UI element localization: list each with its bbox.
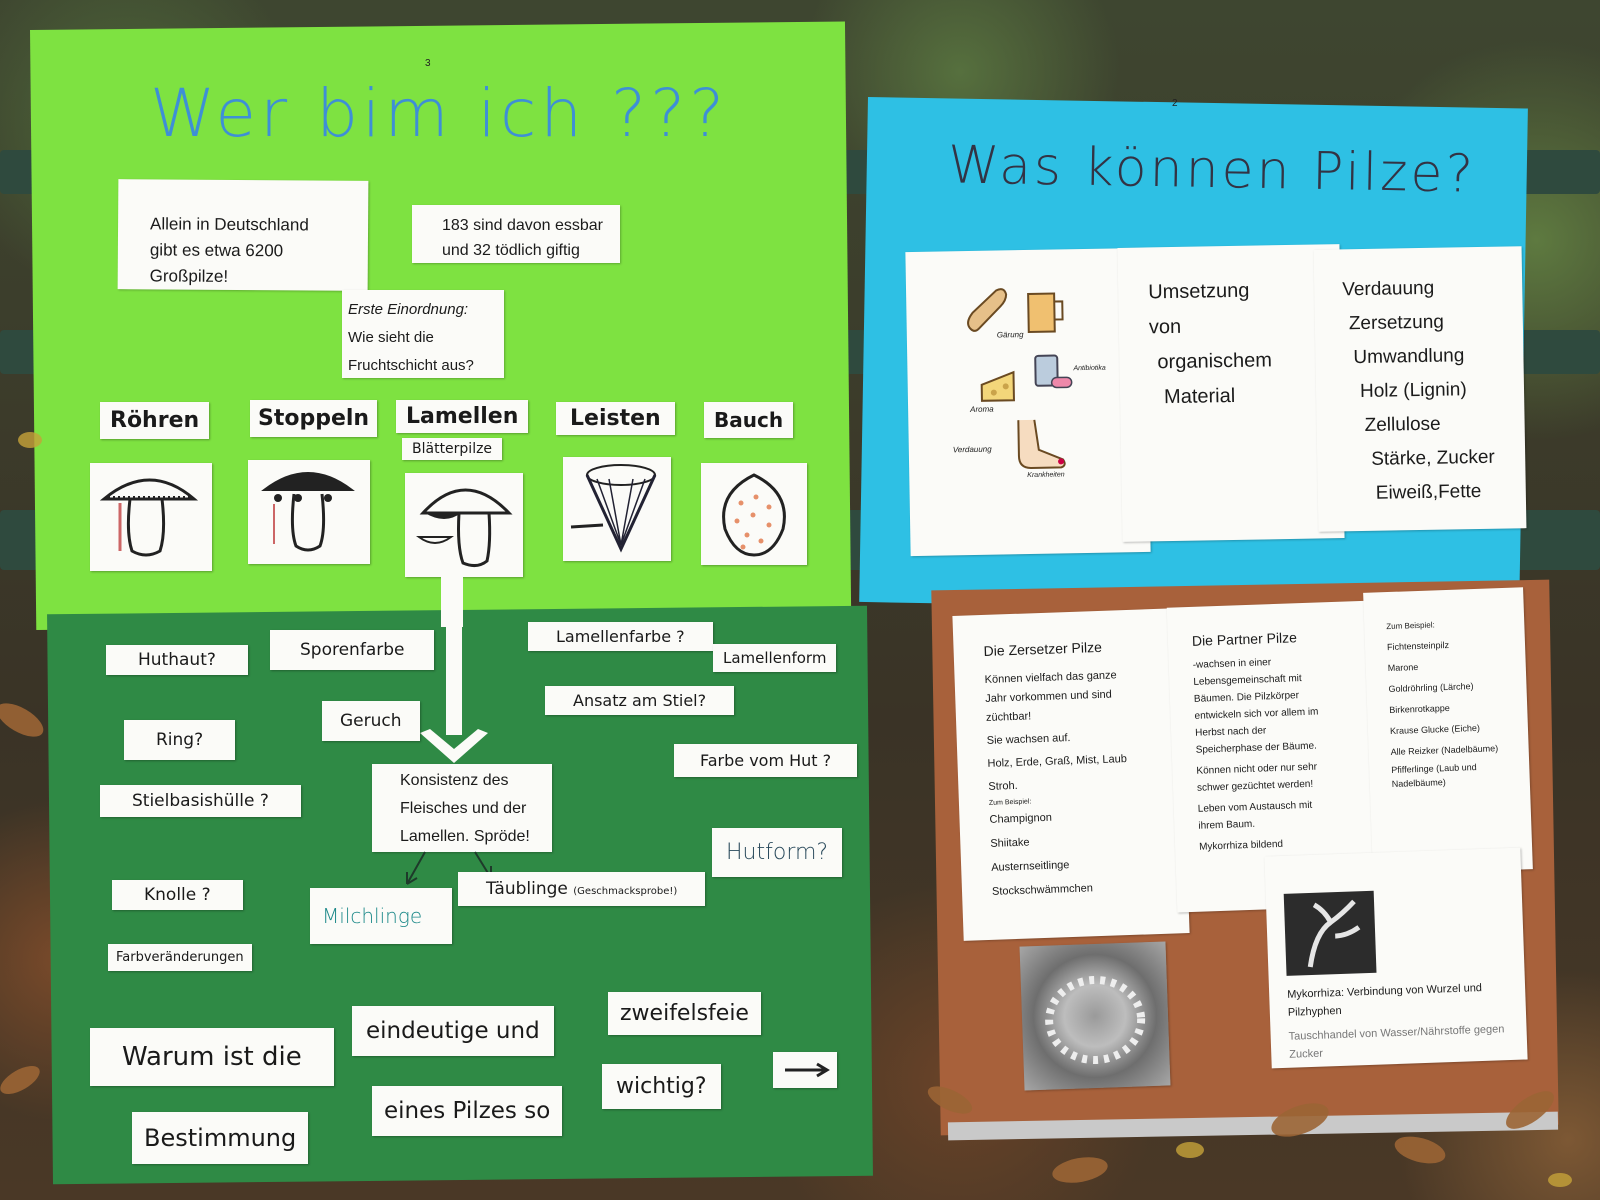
arrow-right-icon bbox=[773, 1052, 837, 1088]
question-word-6: wichtig? bbox=[602, 1064, 721, 1109]
feature-geruch: Geruch bbox=[322, 701, 420, 741]
fact-edible-card: 183 sind davon essbar und 32 tödlich gif… bbox=[412, 205, 620, 263]
type-label-lamellen: Lamellen bbox=[396, 400, 529, 433]
feature-knolle: Knolle ? bbox=[112, 880, 243, 910]
beer-icon bbox=[1027, 292, 1064, 333]
feature-farbe-hut: Farbe vom Hut ? bbox=[674, 744, 858, 777]
leisten-mushroom-drawing bbox=[563, 457, 671, 561]
type-label-leisten: Leisten bbox=[556, 402, 675, 435]
feature-sporenfarbe: Sporenfarbe bbox=[270, 630, 435, 670]
bauch-mushroom-drawing bbox=[701, 463, 807, 565]
right-page-number: 2 bbox=[1172, 98, 1178, 109]
first-sort-card: Erste Einordnung: Wie sieht die Fruchtsc… bbox=[342, 290, 504, 378]
group-taeublinge: Täublinge (Geschmacksprobe!) bbox=[458, 872, 706, 906]
group-milchlinge: Milchlinge bbox=[310, 888, 452, 944]
type-label-bauch: Bauch bbox=[704, 402, 794, 438]
feature-farbveraenderungen: Farbveränderungen bbox=[108, 944, 252, 971]
type-sub-blaetterpilze: Blätterpilze bbox=[402, 438, 503, 460]
left-poster-title: Wer bim ich ??? bbox=[150, 75, 729, 152]
arrow-to-konsistenz bbox=[441, 577, 463, 627]
feature-stielbasis: Stielbasishülle ? bbox=[100, 785, 301, 817]
question-word-2: eindeutige und bbox=[352, 1006, 554, 1056]
lamellen-mushroom-drawing bbox=[405, 473, 523, 577]
feature-hutform: Hutform? bbox=[712, 828, 843, 877]
konsistenz-card: Konsistenz des Fleisches und der Lamelle… bbox=[372, 764, 552, 852]
type-label-stoppeln: Stoppeln bbox=[250, 400, 378, 437]
mykorrhiza-card: Mykorrhiza: Verbindung von Wurzel und Pi… bbox=[1264, 847, 1528, 1069]
feature-ring: Ring? bbox=[124, 720, 236, 760]
type-label-roehren: Röhren bbox=[100, 402, 210, 439]
feature-lamellenfarbe: Lamellenfarbe ? bbox=[528, 622, 713, 651]
medicine-icon bbox=[1034, 354, 1073, 389]
cheese-icon bbox=[980, 370, 1015, 402]
fairy-ring-photo bbox=[1019, 941, 1171, 1091]
bread-icon bbox=[967, 288, 1008, 332]
feature-lamellenform: Lamellenform bbox=[713, 644, 837, 672]
uses-icons-card: Gärung Aroma Antibiotika Verdauung Krank… bbox=[905, 247, 1151, 557]
mykorrhiza-photo bbox=[1283, 890, 1377, 976]
stoppeln-mushroom-drawing bbox=[248, 460, 370, 564]
foot-icon bbox=[1017, 419, 1066, 469]
question-word-5: eines Pilzes so bbox=[372, 1086, 563, 1136]
feature-huthaut: Huthaut? bbox=[106, 645, 248, 675]
question-word-4: Bestimmung bbox=[132, 1112, 309, 1164]
feature-ansatz: Ansatz am Stiel? bbox=[545, 686, 735, 715]
question-word-3: zweifelsfeie bbox=[608, 992, 761, 1035]
roehren-mushroom-drawing bbox=[90, 463, 212, 571]
left-page-number: 3 bbox=[425, 58, 431, 69]
question-word-1: Warum ist die bbox=[90, 1028, 334, 1086]
arrow-head-konsistenz bbox=[420, 625, 488, 763]
